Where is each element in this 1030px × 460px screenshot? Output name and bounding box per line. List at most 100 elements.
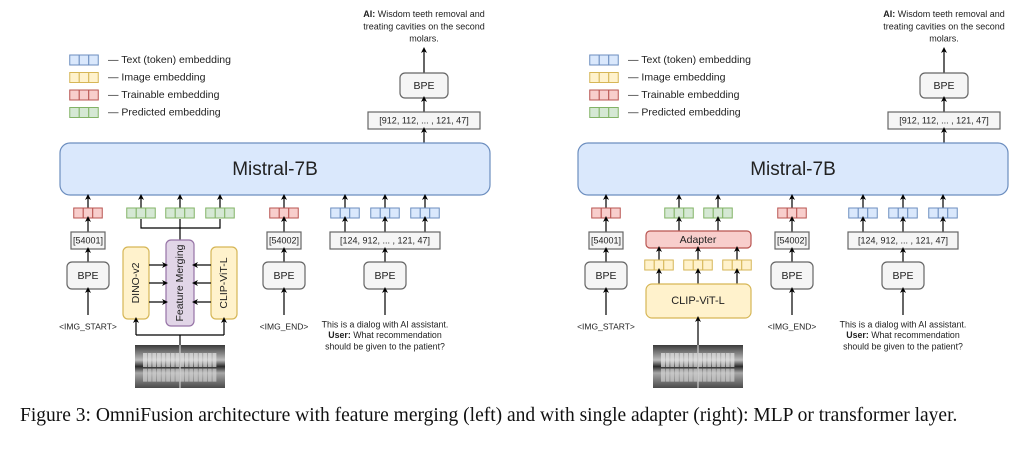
upper-tooth [175,353,180,367]
predicted-embedding-1 [165,207,195,219]
lower-tooth [661,368,665,382]
embedding-cell [126,207,137,219]
embedding-cell [73,207,84,219]
embedding-cell [349,207,360,219]
architecture-diagram: — Text (token) embedding— Image embeddin… [59,9,1009,388]
dental-xray-image [653,345,743,388]
llm-box [59,142,491,196]
text-bpe-label: BPE [374,270,395,282]
embedding-cell [608,72,619,83]
prompt-line3: should be given to the patient? [843,341,963,351]
embedding-cell [370,207,381,219]
xray-midline [697,345,699,388]
text-token-ids: [124, 912, ... , 121, 47] [858,235,948,245]
lower-tooth [679,368,684,382]
legend-swatch-text [69,54,99,66]
embedding-cell [644,259,655,271]
img-end-token: <IMG_END> [260,321,309,331]
embedding-cell [410,207,421,219]
upper-tooth [161,353,166,367]
embedding-cell [907,207,918,219]
img-start-trainable-embedding [591,207,621,219]
upper-tooth [207,353,212,367]
clip-label: CLIP-ViT-L [671,295,725,307]
clip-label: CLIP-ViT-L [218,257,230,308]
upper-tooth [143,353,147,367]
legend: — Text (token) embedding— Image embeddin… [589,54,751,118]
embedding-cell [78,89,90,101]
legend-swatch-image [589,72,619,83]
text-embedding-0 [848,207,878,219]
embedding-cell [224,207,235,219]
lower-tooth [161,368,166,382]
lower-tooth [198,368,203,382]
predicted-embedding-2 [205,207,235,219]
predicted-embedding-1 [703,207,733,219]
embedding-cell [339,207,351,219]
embedding-cell [88,89,99,101]
img-start-trainable-embedding [73,207,103,219]
lower-tooth [180,368,184,382]
prompt-line2-rest: What recommendation [351,330,442,340]
legend-label-image: — Image embedding [108,71,206,83]
text-embedding-2 [928,207,958,219]
embedding-cell [598,54,610,66]
lower-tooth [721,368,726,382]
upper-tooth [156,353,161,367]
upper-tooth [674,353,679,367]
output-text-line1: AI: Wisdom teeth removal and [883,9,1005,19]
embedding-cell [608,89,619,101]
embedding-cell [610,207,621,219]
output-text-line3: molars. [409,33,439,43]
upper-tooth [716,353,721,367]
lower-tooth [193,368,198,382]
legend: — Text (token) embedding— Image embeddin… [69,54,231,118]
image-embedding-0 [644,259,674,271]
embedding-cell [888,207,899,219]
embedding-cell [673,207,685,219]
embedding-cell [683,207,694,219]
text-embedding-1 [370,207,400,219]
lower-tooth [143,368,147,382]
img-start-id: [54001] [73,235,103,245]
img-start-token: <IMG_START> [59,321,117,331]
upper-tooth [711,353,716,367]
embedding-cell [69,89,80,101]
img-end-id: [54002] [269,235,299,245]
embedding-cell [683,259,694,271]
embedding-cell [897,207,909,219]
adapter-label: Adapter [680,234,717,246]
embedding-cell [269,207,280,219]
embedding-cell [731,259,743,271]
embedding-cell [608,107,619,118]
upper-tooth [212,353,217,367]
lower-tooth [665,368,670,382]
output-token-ids: [912, 112, ... , 121, 47] [899,115,988,125]
prompt-line2: User: What recommendation [328,330,442,340]
upper-tooth [152,353,157,367]
upper-tooth [661,353,665,367]
image-embedding-2 [722,259,752,271]
lower-tooth [212,368,217,382]
embedding-cell [389,207,400,219]
embedding-cell [857,207,869,219]
lower-tooth [175,368,180,382]
upper-tooth [684,353,689,367]
left-panel-feature-merging: — Text (token) embedding— Image embeddin… [59,9,491,388]
embedding-cell [214,207,226,219]
embedding-cell [82,207,94,219]
embedding-cell [589,72,600,83]
embedding-cell [591,207,602,219]
embedding-cell [135,207,147,219]
upper-tooth [198,353,203,367]
embedding-cell [608,54,619,66]
upper-tooth [203,353,208,367]
embedding-cell [589,54,600,66]
lower-tooth [166,368,171,382]
prompt-line2-bold: User: [846,330,869,340]
predicted-embedding-0 [664,207,694,219]
embedding-cell [653,259,665,271]
upper-tooth [147,353,152,367]
embedding-cell [722,207,733,219]
legend-swatch-predicted [69,107,99,118]
